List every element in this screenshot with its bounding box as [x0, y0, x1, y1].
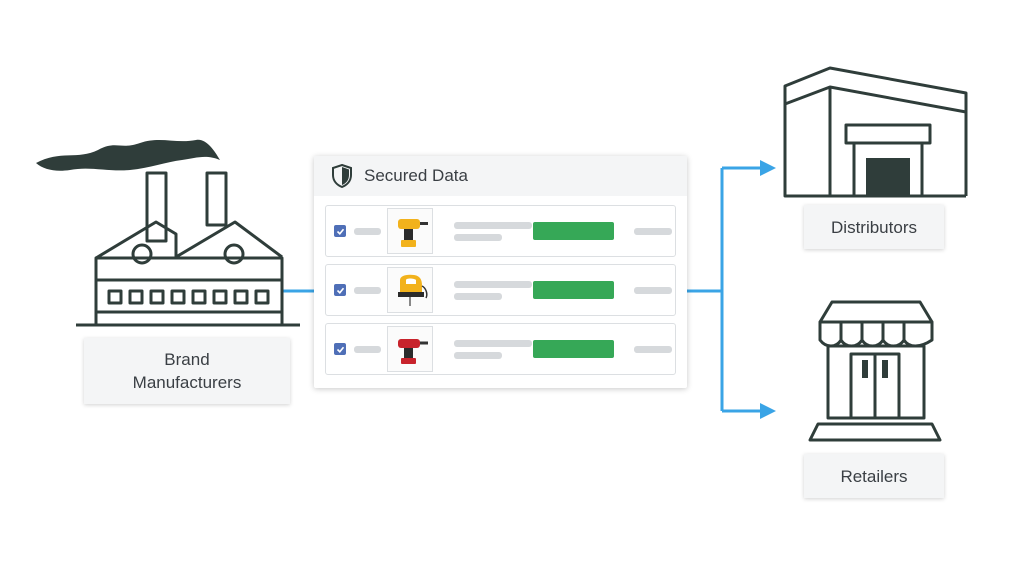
product-row[interactable]	[325, 264, 676, 316]
product-thumbnail[interactable]	[387, 208, 433, 254]
manufacturers-label-line1: Brand	[164, 350, 210, 369]
panel-header: Secured Data	[314, 156, 687, 196]
distributors-label-box: Distributors	[804, 205, 944, 249]
shield-icon	[332, 164, 352, 188]
drill-icon	[398, 219, 428, 247]
placeholder-bar	[354, 228, 381, 235]
product-thumbnail[interactable]	[387, 267, 433, 313]
product-row[interactable]	[325, 205, 676, 257]
panel-title: Secured Data	[364, 166, 468, 185]
arrowhead-retailers	[760, 403, 776, 419]
distributors-label: Distributors	[831, 217, 917, 237]
checkmark-icon	[336, 228, 344, 235]
retailers-label: Retailers	[840, 466, 908, 486]
checkmark-icon	[336, 287, 344, 294]
manufacturers-label-line2: Manufacturers	[132, 373, 242, 392]
placeholder-bar	[454, 281, 532, 288]
row-checkbox[interactable]	[334, 225, 346, 237]
placeholder-bar	[354, 287, 381, 294]
status-bar	[533, 281, 614, 299]
retailers-label-box: Retailers	[804, 454, 944, 498]
product-row[interactable]	[325, 323, 676, 375]
placeholder-bar	[634, 228, 672, 235]
placeholder-bar	[454, 352, 502, 359]
row-checkbox[interactable]	[334, 284, 346, 296]
placeholder-bar	[634, 287, 672, 294]
status-bar	[533, 340, 614, 358]
checkmark-icon	[336, 346, 344, 353]
row-checkbox[interactable]	[334, 343, 346, 355]
placeholder-bar	[354, 346, 381, 353]
status-bar	[533, 222, 614, 240]
jigsaw-icon	[398, 274, 428, 306]
placeholder-bar	[454, 340, 532, 347]
placeholder-bar	[454, 222, 532, 229]
arrowhead-distributors	[760, 160, 776, 176]
manufacturers-label-box: Brand Manufacturers	[84, 338, 290, 404]
placeholder-bar	[454, 234, 502, 241]
product-thumbnail[interactable]	[387, 326, 433, 372]
drill-icon	[398, 339, 428, 364]
placeholder-bar	[634, 346, 672, 353]
secured-data-panel: Secured Data	[314, 156, 687, 388]
placeholder-bar	[454, 293, 502, 300]
